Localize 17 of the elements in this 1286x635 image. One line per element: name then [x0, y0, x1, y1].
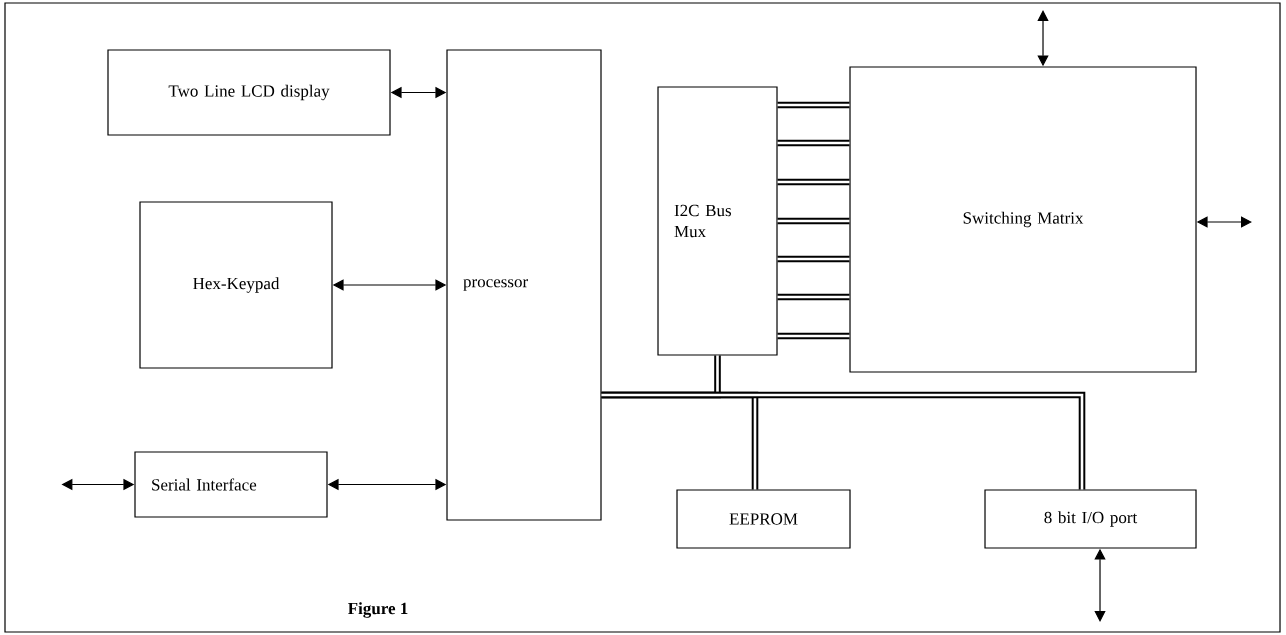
bus-line	[601, 391, 1086, 490]
block-box: EEPROM	[676, 489, 851, 549]
block-box: 8 bit I/O port	[984, 489, 1197, 549]
bus-line	[777, 332, 850, 340]
block-box: I2C Bus Mux	[657, 86, 778, 356]
bus-line	[777, 101, 850, 109]
bus-line	[777, 293, 850, 301]
block-box: Two Line LCD display	[107, 49, 391, 136]
bus-line	[777, 255, 850, 263]
block-box: processor	[446, 49, 602, 521]
block-box: Serial Interface	[134, 451, 328, 518]
bus-line	[777, 178, 850, 186]
bus-line	[777, 139, 850, 147]
block-box: Hex-Keypad	[139, 201, 333, 369]
block-box: Switching Matrix	[849, 66, 1197, 373]
figure-caption: Figure 1	[348, 602, 408, 618]
bus-line	[777, 217, 850, 225]
